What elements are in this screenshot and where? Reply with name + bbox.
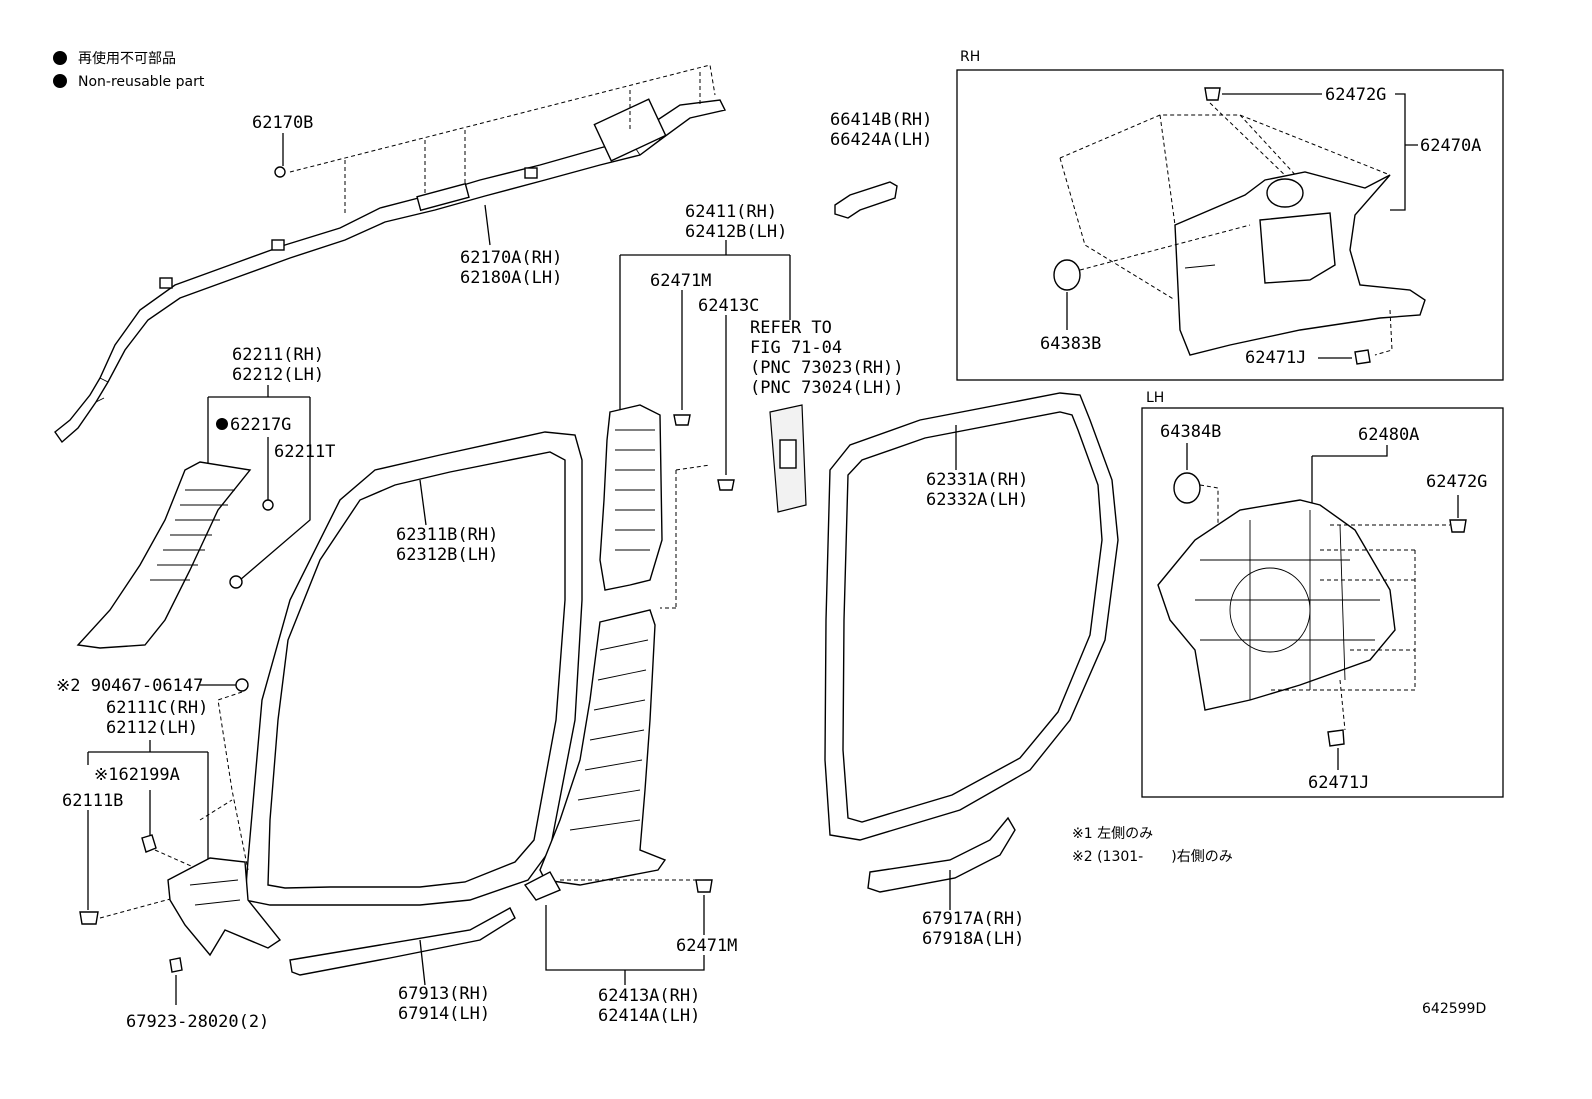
lh-label-62471J: 62471J [1308,773,1369,793]
label-62331A-rh: 62331A(RH) [926,470,1028,490]
rh-label-62472G: 62472G [1325,85,1386,105]
clip-icon[interactable] [79,911,99,925]
rh-box-label: RH [960,49,980,65]
bolt-icon[interactable] [274,166,286,178]
clip-icon[interactable] [141,834,157,853]
note-2: ※2 (1301- )右側のみ [1072,849,1233,865]
label-62111B: 62111B [62,791,123,811]
label-62413C: 62413C [698,296,759,316]
label-67923: 67923-28020(2) [126,1012,269,1032]
center-pillar-lower-garnish[interactable] [523,609,667,901]
rh-detail-box: RH 62472G 62470A 64383B 62471J [956,49,1504,381]
refer-line-1: REFER TO [750,318,832,338]
label-62312B-lh: 62312B(LH) [396,545,498,565]
label-67913-rh: 67913(RH) [398,984,490,1004]
label-62411-rh: 62411(RH) [685,202,777,222]
clip-icon[interactable] [717,479,735,491]
note-1: ※1 左側のみ [1072,826,1153,842]
clip-icon[interactable] [262,499,274,511]
label-62471M-top: 62471M [650,271,711,291]
refer-line-3: (PNC 73023(RH)) [750,358,904,378]
label-62414A-lh: 62414A(LH) [598,1006,700,1026]
label-62211-rh: 62211(RH) [232,345,324,365]
clip-icon[interactable] [673,414,691,426]
lh-label-64384B: 64384B [1160,422,1221,442]
rh-cap-icon[interactable] [1053,259,1081,291]
lh-label-62480A: 62480A [1358,425,1419,445]
clip-icon[interactable] [235,678,249,692]
label-90467: ※2 90467-06147 [56,676,203,696]
legend: 再使用不可部品 Non-reusable part [53,50,205,90]
clip-icon[interactable] [1327,729,1345,747]
bracket-66414B[interactable] [834,181,898,219]
label-62199A: ※162199A [94,765,180,785]
label-62217G: 62217G [230,415,291,435]
clip-icon[interactable] [695,879,713,893]
rh-label-64383B: 64383B [1040,334,1101,354]
front-door-weatherstrip[interactable] [244,431,583,906]
clip-icon[interactable] [1204,87,1221,101]
label-62111C-rh: 62111C(RH) [106,698,208,718]
label-62170A-rh: 62170A(RH) [460,248,562,268]
label-62211T: 62211T [274,442,335,462]
roof-airbag-assembly[interactable] [54,98,727,444]
non-reusable-bullet-icon [216,418,228,430]
front-pillar-garnish[interactable] [76,461,252,649]
lh-box-label: LH [1146,390,1164,406]
legend-en-text: Non-reusable part [78,74,205,90]
door-switch-panel[interactable] [769,404,807,513]
non-reusable-bullet-icon [53,74,67,88]
lh-label-62472G: 62472G [1426,472,1487,492]
label-62212-lh: 62212(LH) [232,365,324,385]
rear-scuff-plate[interactable] [867,816,1016,893]
clip-icon[interactable] [1449,519,1467,533]
front-scuff-plate[interactable] [289,907,516,976]
rh-label-62471J: 62471J [1245,348,1306,368]
rh-quarter-trim-panel[interactable] [1174,171,1426,356]
refer-line-4: (PNC 73024(LH)) [750,378,904,398]
refer-line-2: FIG 71-04 [750,338,842,358]
legend-jp-text: 再使用不可部品 [78,50,176,67]
lh-detail-box: LH 64384B 62480A 62472G 62471J [1141,390,1504,798]
label-62170B: 62170B [252,113,313,133]
lh-quarter-trim-panel[interactable] [1157,499,1396,711]
non-reusable-bullet-icon [53,51,67,65]
label-67914-lh: 67914(LH) [398,1004,490,1024]
clip-icon[interactable] [229,575,243,589]
rear-door-weatherstrip[interactable] [824,392,1119,841]
clip-icon[interactable] [1354,349,1371,365]
center-pillar-upper-garnish[interactable] [599,404,663,591]
label-62332A-lh: 62332A(LH) [926,490,1028,510]
label-62412B-lh: 62412B(LH) [685,222,787,242]
label-66424A-lh: 66424A(LH) [830,130,932,150]
label-62112-lh: 62112(LH) [106,718,198,738]
label-66414B-rh: 66414B(RH) [830,110,932,130]
clip-icon[interactable] [169,957,183,973]
label-62413A-rh: 62413A(RH) [598,986,700,1006]
label-62311B-rh: 62311B(RH) [396,525,498,545]
label-62180A-lh: 62180A(LH) [460,268,562,288]
lh-cap-icon[interactable] [1173,472,1201,504]
label-67918A-lh: 67918A(LH) [922,929,1024,949]
label-62471M-bottom: 62471M [676,936,737,956]
rh-label-62470A: 62470A [1420,136,1481,156]
cowl-side-trim[interactable] [167,857,282,957]
figure-code: 642599D [1422,1001,1486,1017]
label-67917A-rh: 67917A(RH) [922,909,1024,929]
